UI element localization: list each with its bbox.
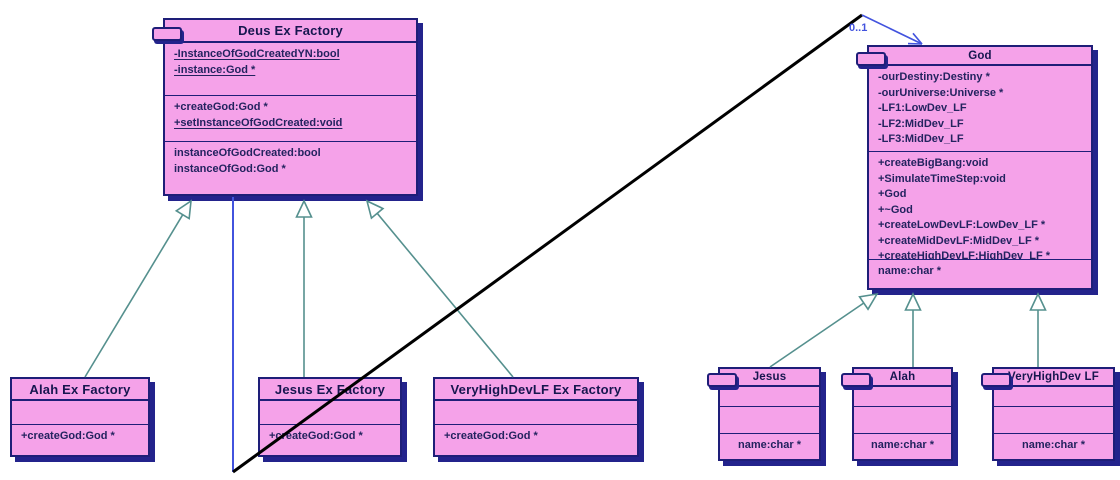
class-section: name:char * (854, 434, 951, 463)
class-title-alah: Alah (854, 369, 951, 387)
class-icon (707, 373, 737, 387)
class-title-jesus: Jesus (720, 369, 819, 387)
class-icon (981, 373, 1011, 387)
class-member: name:char * (878, 265, 941, 277)
class-member: +createGod:God * (174, 101, 268, 113)
generalization-arrowhead (1029, 292, 1047, 311)
generalization-alah-to-god[interactable] (904, 292, 922, 367)
class-member: -instance:God * (174, 63, 256, 76)
class-member: -InstanceOfGodCreatedYN:bool (174, 48, 340, 60)
class-member: instanceOfGodCreated:bool (174, 147, 321, 159)
class-section: name:char * (720, 434, 819, 463)
class-alah-ex-factory[interactable]: Alah Ex Factory +createGod:God * (10, 377, 150, 457)
class-member: name:char * (738, 439, 801, 451)
class-section: name:char * (994, 434, 1113, 463)
class-alah[interactable]: Alah name:char * (841, 367, 953, 463)
generalization-arrowhead (904, 292, 922, 311)
class-member: name:char * (1022, 439, 1085, 451)
class-section: +createGod:God * +setInstanceOfGodCreated… (165, 96, 416, 142)
association-arrow-to-god[interactable] (861, 14, 923, 45)
class-member: -LF2:MidDev_LF (878, 117, 964, 130)
class-member: -ourDestiny:Destiny * (878, 71, 990, 83)
generalization-arrowhead (295, 199, 313, 218)
generalization-alahfactory-to-deus[interactable] (84, 199, 192, 378)
class-member: +createMidDevLF:MidDev_LF * (878, 234, 1040, 247)
class-section (994, 387, 1113, 407)
generalization-jesus-to-god[interactable] (769, 292, 879, 368)
class-title-veryhighdev-lf: VeryHighDev LF (994, 369, 1113, 387)
class-section: +createGod:God * (12, 425, 148, 459)
class-icon (152, 27, 182, 41)
class-title-veryhighdevlf-ex-factory: VeryHighDevLF Ex Factory (435, 379, 637, 401)
class-section (994, 407, 1113, 434)
class-section: -InstanceOfGodCreatedYN:bool -instance:Go… (165, 43, 416, 96)
class-jesus[interactable]: Jesus name:char * (707, 367, 821, 463)
class-member: +~God (878, 203, 913, 216)
class-section (854, 407, 951, 434)
generalization-arrowhead (174, 199, 192, 220)
class-section: +createGod:God * (260, 425, 400, 459)
class-member: +createGod:God * (444, 430, 538, 442)
class-section: +createBigBang:void +SimulateTimeStep:voi… (869, 152, 1091, 260)
class-section: -ourDestiny:Destiny * -ourUniverse:Univer… (869, 66, 1091, 152)
class-god[interactable]: God -ourDestiny:Destiny * -ourUniverse:Uni… (856, 45, 1093, 292)
class-member: -LF3:MidDev_LF (878, 133, 964, 145)
generalization-arrowhead (365, 199, 385, 220)
open-arrowhead (912, 32, 923, 45)
class-deus-ex-factory[interactable]: Deus Ex Factory-InstanceOfGodCreatedYN:b… (152, 18, 418, 198)
class-jesus-ex-factory[interactable]: Jesus Ex Factory+createGod:God * (258, 377, 402, 457)
association-diagonal-segment[interactable] (232, 13, 863, 474)
generalization-jesusfactory-to-deus[interactable] (295, 199, 313, 377)
class-member: -ourUniverse:Universe * (878, 86, 1004, 99)
class-member: +SimulateTimeStep:void (878, 172, 1006, 185)
class-section (720, 407, 819, 434)
class-member: +God (878, 188, 907, 200)
class-title-god: God (869, 47, 1091, 66)
generalization-vhd-to-god[interactable] (1029, 292, 1047, 367)
generalization-arrowhead (858, 292, 879, 311)
generalization-vhdfactory-to-deus[interactable] (365, 199, 514, 378)
class-section (435, 401, 637, 425)
class-title-deus-ex-factory: Deus Ex Factory (165, 20, 416, 43)
multiplicity-label: 0..1 (849, 22, 868, 34)
class-member: name:char * (871, 439, 934, 451)
class-section: name:char * (869, 260, 1091, 292)
class-member: +setInstanceOfGodCreated:void (174, 116, 343, 129)
class-member: -LF1:LowDev_LF (878, 102, 967, 114)
class-member: instanceOfGod:God * (174, 162, 286, 175)
class-member: +createHighDevLF:HighDev_LF * (878, 250, 1051, 260)
class-section: instanceOfGodCreated:bool instanceOfGod:G… (165, 142, 416, 198)
class-member: +createLowDevLF:LowDev_LF * (878, 219, 1046, 231)
class-member: +createGod:God * (21, 430, 115, 442)
class-section (12, 401, 148, 425)
class-icon (856, 52, 886, 66)
class-section (260, 401, 400, 425)
class-title-alah-ex-factory: Alah Ex Factory (12, 379, 148, 401)
class-veryhighdev-lf[interactable]: VeryHighDev LF name:char * (981, 367, 1115, 463)
class-section: +createGod:God * (435, 425, 637, 459)
class-member: +createGod:God * (269, 430, 363, 442)
class-veryhighdevlf-ex-factory[interactable]: VeryHighDevLF Ex Factory +createGod:God * (433, 377, 639, 457)
class-section (854, 387, 951, 407)
class-section (720, 387, 819, 407)
class-member: +createBigBang:void (878, 157, 989, 169)
class-icon (841, 373, 871, 387)
